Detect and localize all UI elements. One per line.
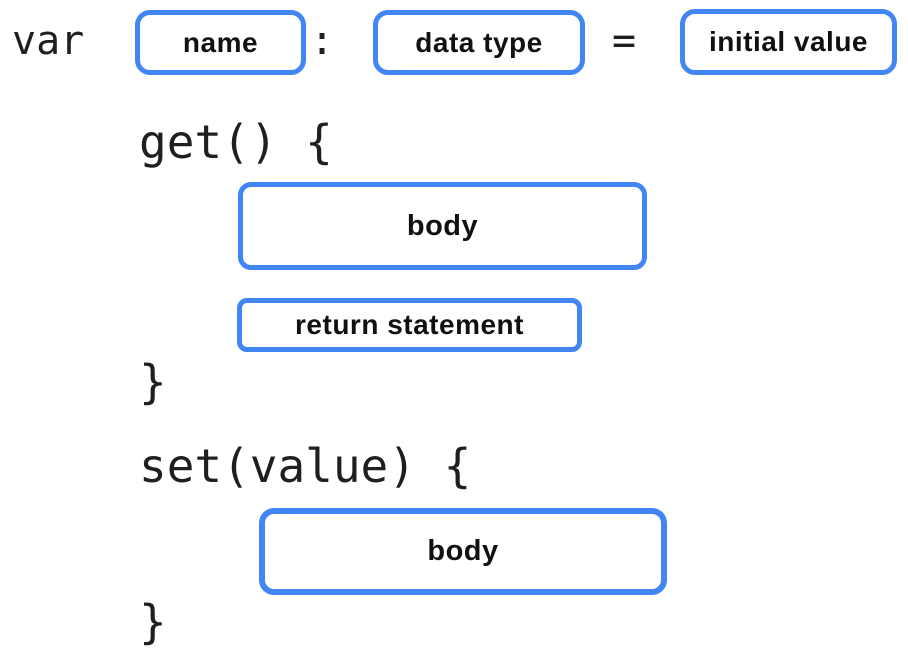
- name-placeholder-label: name: [182, 26, 259, 58]
- var-keyword: var: [12, 18, 85, 64]
- initial-value-placeholder-box: initial value: [680, 9, 897, 75]
- equals-sign: =: [612, 18, 637, 64]
- initial-value-placeholder-label: initial value: [709, 26, 868, 57]
- name-placeholder-box: name: [135, 10, 306, 75]
- getter-body-placeholder-box: body: [238, 182, 647, 270]
- setter-closing-brace: }: [139, 595, 167, 649]
- setter-body-placeholder-box: body: [259, 508, 667, 595]
- setter-signature: set(value) {: [139, 439, 472, 493]
- data-type-placeholder-label: data type: [415, 26, 543, 58]
- getter-closing-brace: }: [139, 355, 167, 409]
- return-statement-label: return statement: [295, 309, 524, 340]
- data-type-placeholder-box: data type: [373, 10, 585, 75]
- return-statement-placeholder-box: return statement: [237, 298, 582, 352]
- colon-separator: :: [310, 18, 335, 64]
- setter-body-label: body: [427, 535, 499, 567]
- getter-signature: get() {: [139, 115, 333, 169]
- getter-body-label: body: [406, 209, 479, 242]
